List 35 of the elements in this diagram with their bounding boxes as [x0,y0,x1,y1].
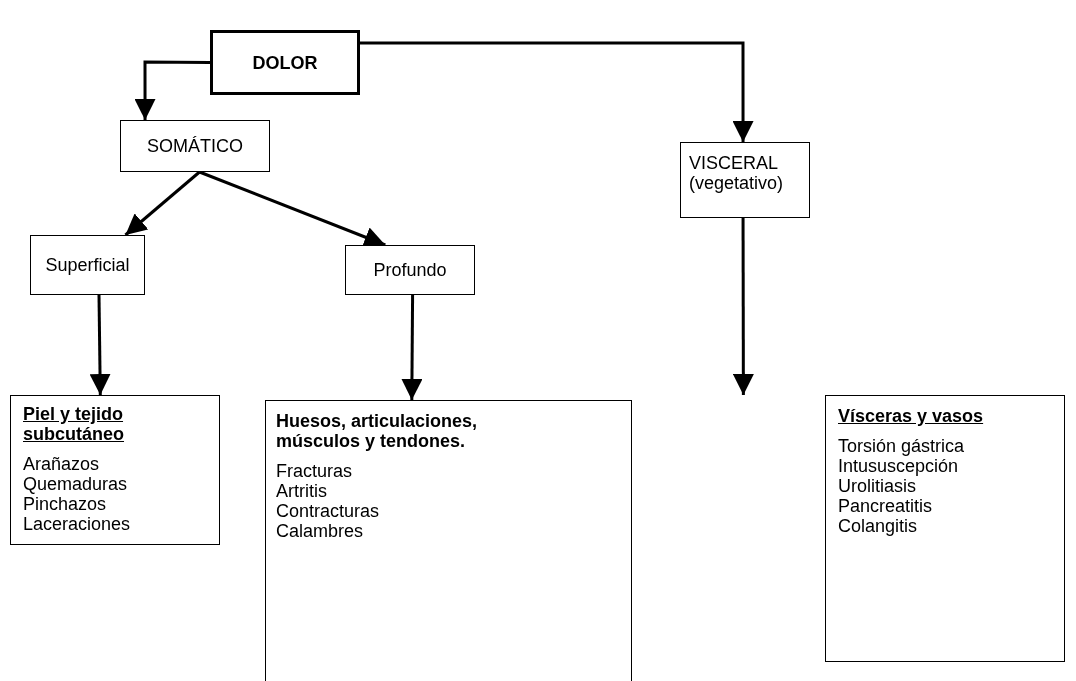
list-item: Contracturas [276,501,380,521]
label-box [120,120,270,172]
list-item: Torsión gástrica [838,436,965,456]
node-label: DOLOR [252,52,318,73]
category-box [825,395,1065,662]
category-heading: Vísceras y vasos [838,406,984,426]
label-box [30,235,145,295]
node-label: Profundo [373,260,447,280]
list-item: Fracturas [276,461,353,481]
list-item: Laceraciones [23,514,131,534]
list-item: Quemaduras [23,474,128,494]
list-item: Colangitis [838,516,918,536]
category-box [10,395,220,545]
list-item: Artritis [276,481,327,501]
arrow [134,60,210,120]
list-item: Intususcepción [838,456,959,476]
arrow [360,41,754,142]
category-heading: Piel y tejido subcutáneo [23,404,125,444]
node-label: Superficial [45,255,130,275]
list-item: Pinchazos [23,494,107,514]
node-label: VISCERAL (vegetativo) [689,153,785,193]
arrow [732,218,754,395]
list-item: Arañazos [23,454,100,474]
list-item: Pancreatitis [838,496,933,516]
category-box [265,400,632,681]
label-box [210,30,360,95]
label-box [345,245,475,295]
list-item: Calambres [276,521,364,541]
label-box [680,142,810,218]
node-label: SOMÁTICO [147,136,243,156]
arrow [89,294,111,396]
arrow [401,295,423,400]
arrow [124,170,201,237]
list-item: Urolitiasis [838,476,916,496]
category-heading: Huesos, articulaciones, músculos y tendones. [276,411,479,451]
